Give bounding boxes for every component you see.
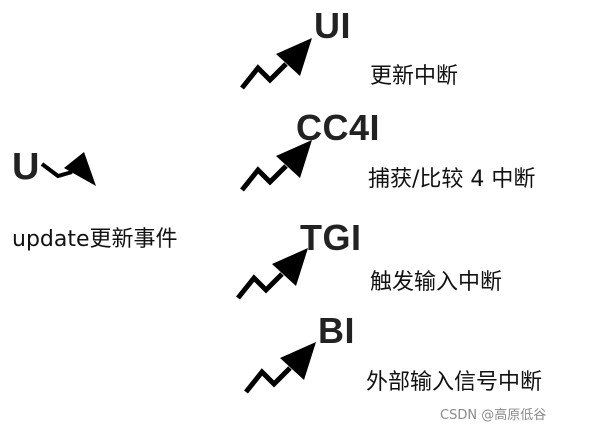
- event-description-ui: 更新中断: [370, 64, 459, 89]
- event-symbol-ui: UI: [314, 5, 351, 46]
- event-description-cc4i: 捕获/比较 4 中断: [368, 167, 536, 192]
- zigzag-arrow-icon: [244, 338, 324, 398]
- event-description-tgi: 触发输入中断: [370, 270, 503, 295]
- update-event-label: update更新事件: [12, 227, 178, 252]
- watermark: CSDN @高原低谷: [440, 408, 547, 423]
- event-symbol-tgi: TGI: [300, 217, 362, 258]
- zigzag-arrow-icon: [240, 136, 320, 196]
- event-description-bi: 外部输入信号中断: [366, 370, 543, 395]
- event-symbol-bi: BI: [318, 310, 355, 351]
- update-arrow-icon: [40, 146, 110, 196]
- zigzag-arrow-icon: [236, 244, 316, 304]
- update-event-symbol: U: [12, 146, 40, 188]
- zigzag-arrow-icon: [240, 34, 320, 94]
